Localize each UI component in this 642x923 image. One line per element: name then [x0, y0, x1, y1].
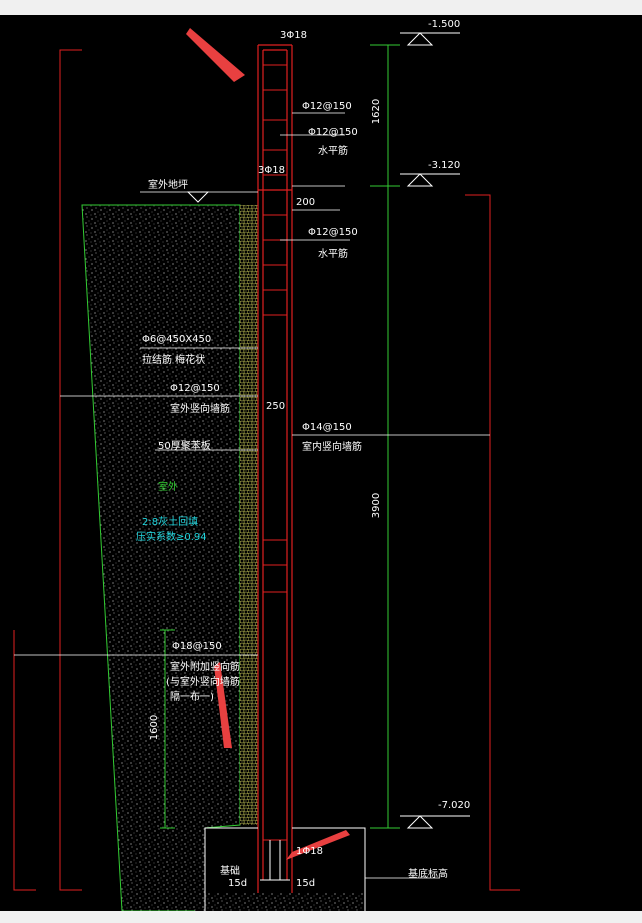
- upper-horiz-2: Φ12@150: [308, 127, 358, 138]
- ext-add-note-1: 室外附加竖向筋: [170, 662, 240, 673]
- backfill-1: 2:8灰土回填: [142, 517, 199, 528]
- mesh-note: 拉结筋 梅花状: [142, 355, 206, 366]
- int-vert-label: Φ14@150: [302, 422, 352, 433]
- elev-mid: -3.120: [428, 160, 461, 171]
- foundation-level: 基底标高: [408, 869, 448, 880]
- section-frame-lines: [13, 49, 520, 891]
- anchor-left: 15d: [228, 878, 248, 889]
- upper-horiz-1: Φ12@150: [302, 101, 352, 112]
- anchor-right: 15d: [296, 878, 316, 889]
- offset-250: 250: [266, 401, 286, 412]
- ext-add-label: Φ18@150: [172, 641, 222, 652]
- dim-3900: 3900: [371, 492, 383, 519]
- offset-200: 200: [296, 197, 316, 208]
- ext-add-note-2: (与室外竖向墙筋: [166, 677, 240, 688]
- insulation-board: [240, 205, 258, 825]
- soil-bottom: [195, 893, 365, 911]
- bottom-frame-bar: [0, 911, 642, 923]
- ground-label: 室外地坪: [148, 180, 188, 191]
- elevation-markers: [186, 32, 470, 829]
- rebar-ticks: [263, 64, 287, 841]
- ext-vert-note: 室外竖向墙筋: [170, 404, 230, 415]
- top-frame-bar: [0, 0, 642, 15]
- mid-bars-label: 3Φ18: [258, 165, 285, 176]
- insulation-label: 50厚聚苯板: [158, 441, 211, 452]
- elev-top: -1.500: [428, 19, 461, 30]
- upper-horiz-2-note: 水平筋: [318, 146, 348, 157]
- outdoor-label: 室外: [158, 482, 178, 493]
- elev-bottom: -7.020: [438, 800, 471, 811]
- mid-horiz-note: 水平筋: [318, 249, 348, 260]
- annotation-arrows: [186, 28, 350, 860]
- backfill-2: 压实系数≥0.94: [136, 532, 207, 543]
- dim-1600: 1600: [149, 714, 161, 741]
- mesh-label: Φ6@450X450: [142, 334, 212, 345]
- int-vert-note: 室内竖向墙筋: [302, 442, 362, 453]
- ext-add-note-3: 隔一布一): [170, 692, 214, 703]
- footing-right-bars: 1Φ18: [296, 846, 323, 857]
- dim-1620: 1620: [371, 98, 383, 125]
- footing-label: 基础: [220, 866, 240, 877]
- dimension-lines: [160, 44, 400, 829]
- top-bars-label: 3Φ18: [280, 30, 307, 41]
- footing-outline: [204, 827, 366, 911]
- mid-horiz: Φ12@150: [308, 227, 358, 238]
- ext-vert-label: Φ12@150: [170, 383, 220, 394]
